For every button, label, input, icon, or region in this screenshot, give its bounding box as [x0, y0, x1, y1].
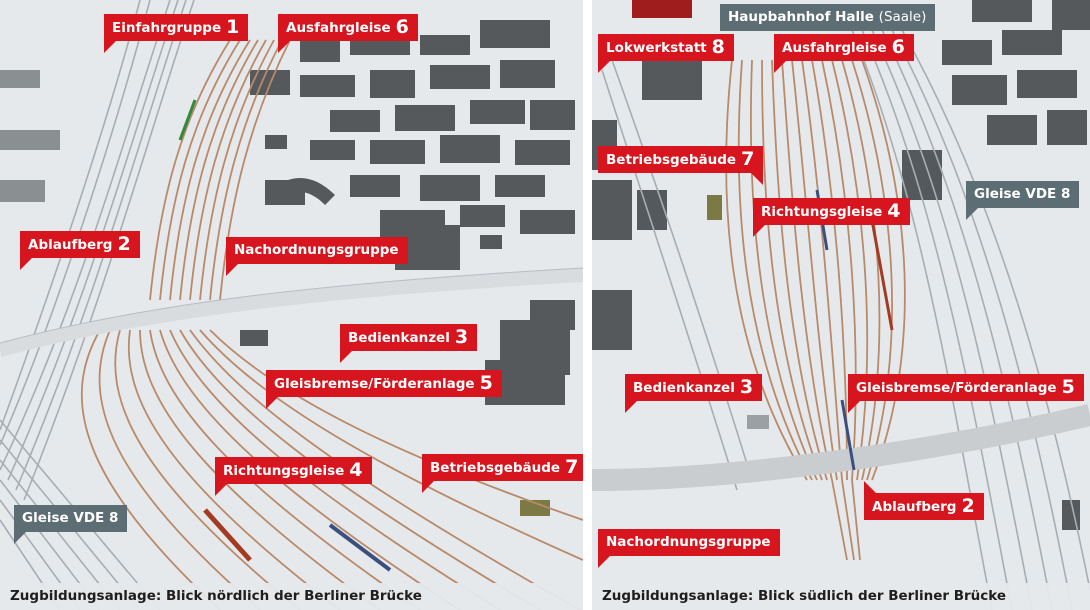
label-text: Gleise VDE 8 — [22, 510, 119, 526]
mainline-tracks — [601, 29, 1090, 610]
yard-tracks — [81, 39, 583, 610]
label-number: 5 — [1061, 376, 1075, 398]
label-hauptbahnhof-halle: Haupbahnhof Halle (Saale) — [720, 4, 936, 31]
label-number: 8 — [711, 36, 725, 58]
label-number: 5 — [479, 372, 493, 394]
label-number: 3 — [739, 376, 754, 398]
label-nachordnungsgruppe: Nachordnungsgruppe — [226, 237, 408, 276]
yard-tracks — [725, 59, 906, 561]
label-text: Einfahrgruppe — [112, 20, 222, 36]
label-number: 4 — [887, 200, 901, 222]
label-text: Gleisbremse/Förderanlage — [274, 376, 475, 392]
caption-south: Zugbildungsanlage: Blick südlich der Ber… — [592, 583, 1090, 610]
label-text: Ablaufberg — [872, 499, 957, 515]
rail-yard-illustration-south — [592, 0, 1090, 610]
label-number: 1 — [226, 16, 240, 38]
label-text: Betriebsgebäude — [430, 460, 561, 476]
berliner-bruecke — [592, 404, 1090, 491]
label-text: Bedienkanzel — [348, 330, 450, 346]
label-text: Gleise VDE 8 — [974, 186, 1071, 202]
label-gleise-vde-8: Gleise VDE 8 — [14, 505, 128, 544]
label-nachordnungsgruppe: Nachordnungsgruppe — [598, 529, 780, 568]
label-text: Richtungsgleise — [223, 463, 345, 479]
label-number: 7 — [741, 148, 755, 170]
label-text: Ausfahrgleise — [286, 20, 391, 36]
label-text: Ablaufberg — [28, 237, 113, 253]
label-text: Nachordnungsgruppe — [606, 534, 771, 550]
label-text: Richtungsgleise — [761, 204, 883, 220]
label-gleise-vde-8: Gleise VDE 8 — [966, 181, 1080, 220]
berliner-bruecke — [0, 268, 583, 357]
label-number: 3 — [454, 326, 469, 348]
label-number: 2 — [961, 495, 975, 517]
label-number: 4 — [349, 459, 363, 481]
label-text: Lokwerkstatt — [606, 40, 707, 56]
label-subtext: (Saale) — [878, 9, 927, 25]
label-number: 7 — [565, 456, 579, 478]
label-text: Betriebsgebäude — [606, 152, 737, 168]
label-number: 6 — [395, 16, 409, 38]
label-text: Bedienkanzel — [633, 380, 735, 396]
city-buildings — [592, 0, 1090, 530]
label-number: 2 — [117, 233, 131, 255]
trains — [178, 99, 392, 572]
label-text: Nachordnungsgruppe — [234, 242, 399, 258]
label-number: 6 — [891, 36, 905, 58]
label-text: Ausfahrgleise — [782, 40, 887, 56]
label-text: Gleisbremse/Förderanlage — [856, 380, 1057, 396]
label-text: Haupbahnhof Halle — [728, 9, 874, 25]
caption-north: Zugbildungsanlage: Blick nördlich der Be… — [0, 583, 583, 610]
